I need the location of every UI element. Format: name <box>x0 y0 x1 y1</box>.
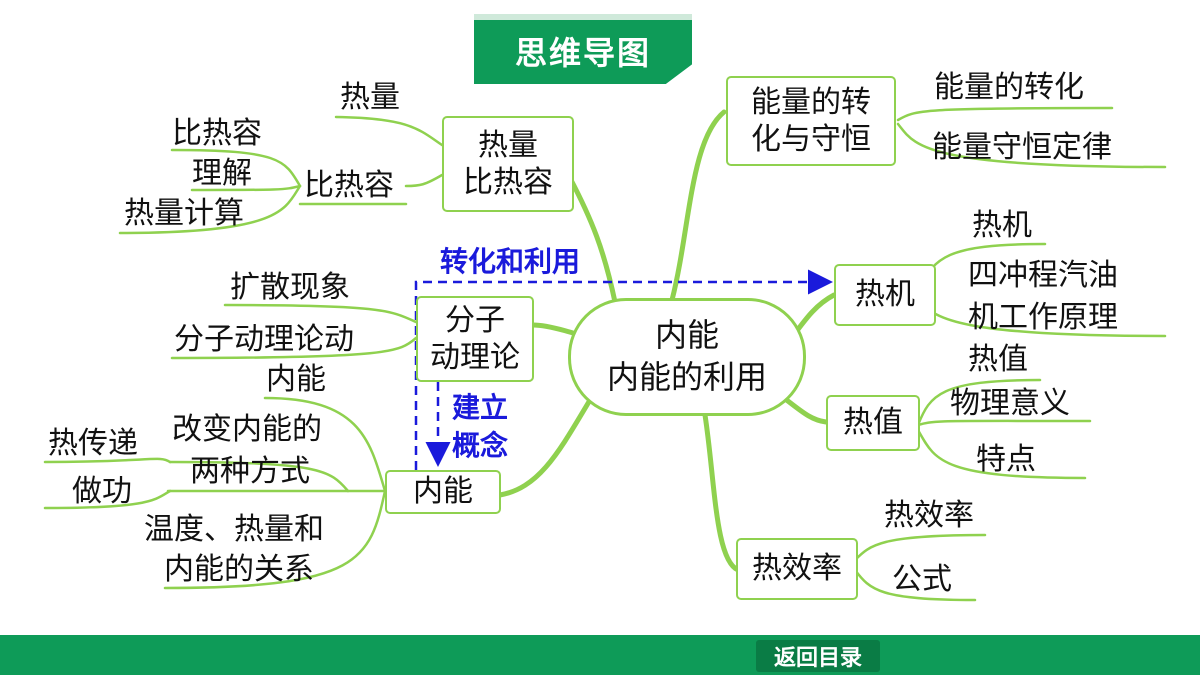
leaf-specific-heat-understand-2: 理解 <box>192 156 252 191</box>
leaf-heat-engine: 热机 <box>972 208 1032 243</box>
central-title: 内能 <box>654 316 719 355</box>
engine-node-label: 热机 <box>855 277 915 313</box>
heat-node-label: 热量 比热容 <box>463 127 553 201</box>
molecular-node-label: 分子 动理论 <box>430 302 520 376</box>
leaf-four-stroke-2: 机工作原理 <box>968 300 1118 335</box>
leaf-specific-heat-understand-1: 比热容 <box>172 116 262 151</box>
energy-node-label: 能量的转 化与守恒 <box>751 84 871 158</box>
inner-energy-node: 内能 <box>385 470 501 514</box>
leaf-specific-heat: 比热容 <box>304 168 394 203</box>
back-to-contents-button[interactable]: 返回目录 <box>756 640 880 672</box>
footer-bar <box>0 635 1200 675</box>
leaf-relation-2: 内能的关系 <box>164 552 314 587</box>
leaf-characteristics: 特点 <box>976 442 1036 477</box>
leaf-relation-1: 温度、热量和 <box>144 512 324 547</box>
leaf-heat-efficiency: 热效率 <box>884 498 974 533</box>
energy-conservation-node: 能量的转 化与守恒 <box>726 76 896 166</box>
leaf-doing-work: 做功 <box>72 474 132 509</box>
relation-build-1: 建立 <box>452 391 509 424</box>
leaf-four-stroke-1: 四冲程汽油 <box>968 258 1118 293</box>
leaf-change-ways-2: 两种方式 <box>190 454 310 489</box>
leaf-heat: 热量 <box>340 80 400 115</box>
page-title: 思维导图 <box>514 34 651 72</box>
title-banner: 思维导图 <box>474 14 692 84</box>
leaf-diffusion: 扩散现象 <box>230 270 350 305</box>
heat-engine-node: 热机 <box>834 264 936 326</box>
inner-energy-node-label: 内能 <box>413 474 473 510</box>
heat-specific-heat-node: 热量 比热容 <box>442 116 574 212</box>
leaf-molecular-theory: 分子动理论动 <box>174 322 354 357</box>
fuel-value-node: 热值 <box>826 395 920 451</box>
relation-build-2: 概念 <box>452 429 509 462</box>
molecular-theory-node: 分子 动理论 <box>416 296 534 382</box>
leaf-physical-meaning: 物理意义 <box>950 386 1070 421</box>
efficiency-node-label: 热效率 <box>752 551 842 587</box>
leaf-change-ways-1: 改变内能的 <box>172 412 322 447</box>
relation-transform-use: 转化和利用 <box>440 245 581 278</box>
leaf-energy-transform: 能量的转化 <box>934 70 1084 105</box>
leaf-inner-energy: 内能 <box>266 362 326 397</box>
heat-efficiency-node: 热效率 <box>736 538 858 600</box>
leaf-energy-conservation-law: 能量守恒定律 <box>932 130 1112 165</box>
central-node: 内能 内能的利用 <box>568 298 806 416</box>
leaf-heat-transfer: 热传递 <box>48 426 138 461</box>
leaf-formula: 公式 <box>892 562 952 597</box>
leaf-heat-calculation: 热量计算 <box>124 196 244 231</box>
leaf-fuel-value: 热值 <box>968 342 1028 377</box>
fuel-node-label: 热值 <box>843 405 903 441</box>
central-subtitle: 内能的利用 <box>606 358 767 396</box>
